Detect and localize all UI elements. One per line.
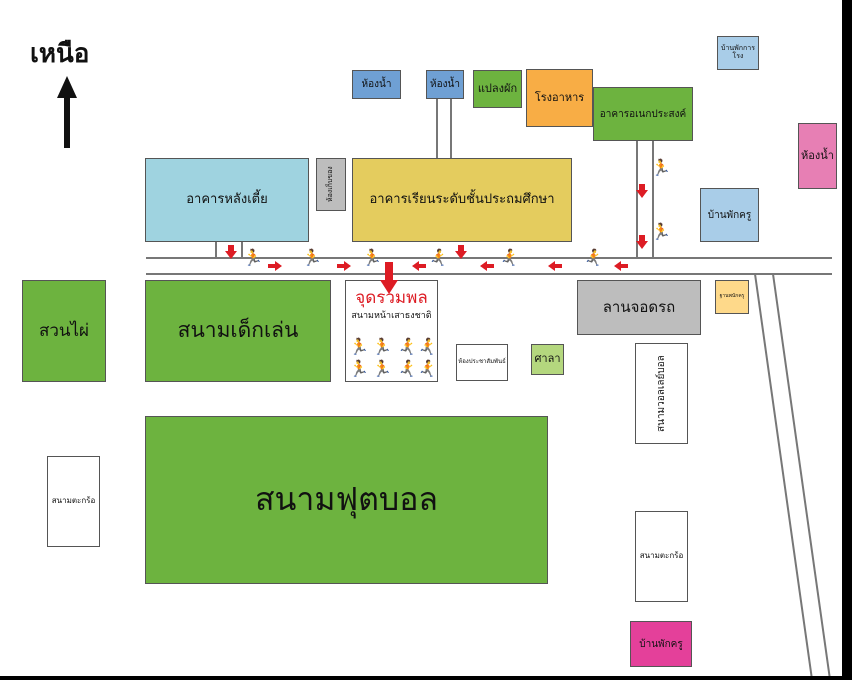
runner-icon: 🏃 bbox=[500, 248, 520, 267]
volleyball-court: สนามวอลเลย์บอล bbox=[635, 343, 688, 444]
toilet-right: ห้องน้ำ bbox=[798, 123, 837, 189]
red-arrow-down-icon bbox=[455, 245, 467, 259]
toilet-path-1 bbox=[436, 98, 438, 160]
main-road-top-edge bbox=[146, 257, 832, 259]
runner-icon: 🏃 bbox=[302, 248, 322, 267]
red-arrow-left-icon bbox=[614, 261, 628, 271]
runner-icon: 🏃 bbox=[372, 359, 392, 378]
toilet-top-left: ห้องน้ำ bbox=[352, 70, 401, 99]
runner-icon: 🏃 bbox=[362, 248, 382, 267]
teacher-house-bottom: บ้านพักครู bbox=[630, 621, 692, 667]
main-road-bottom-edge bbox=[146, 273, 832, 275]
bamboo-garden: สวนไผ่ bbox=[22, 280, 106, 382]
assembly-point: จุดรวมพล สนามหน้าเสาธงชาติ bbox=[345, 280, 438, 382]
canteen: โรงอาหาร bbox=[526, 69, 593, 127]
road-right-vertical-2 bbox=[652, 140, 654, 258]
assembly-title: จุดรวมพล bbox=[355, 288, 428, 308]
north-label: เหนือ bbox=[30, 39, 90, 69]
parking-lot: ลานจอดรถ bbox=[577, 280, 701, 335]
takraw-court-left: สนามตะกร้อ bbox=[47, 456, 100, 547]
runner-icon: 🏃 bbox=[418, 337, 438, 356]
primary-school-building: อาคารเรียนระดับชั้นประถมศึกษา bbox=[352, 158, 572, 242]
red-arrow-left-icon bbox=[412, 261, 426, 271]
toilet-path-2 bbox=[450, 98, 452, 160]
multipurpose-building: อาคารอเนกประสงค์ bbox=[593, 87, 693, 141]
red-arrow-down-icon bbox=[636, 235, 648, 249]
storage-room: ห้องเก็บของ bbox=[316, 158, 346, 211]
teacher-small: ฐานพนักครู bbox=[715, 280, 749, 314]
runner-icon: 🏃 bbox=[243, 248, 263, 267]
old-building: อาคารหลังเตี้ย bbox=[145, 158, 309, 242]
assembly-subtitle: สนามหน้าเสาธงชาติ bbox=[351, 310, 432, 321]
janitor-house: บ้านพักการโรง bbox=[717, 36, 759, 70]
road-left-vertical-2 bbox=[241, 241, 243, 258]
runner-icon: 🏃 bbox=[429, 248, 449, 267]
red-arrow-left-icon bbox=[480, 261, 494, 271]
runner-icon: 🏃 bbox=[398, 359, 418, 378]
playground: สนามเด็กเล่น bbox=[145, 280, 331, 382]
red-arrow-down-icon bbox=[636, 184, 648, 198]
teacher-house-right: บ้านพักครู bbox=[700, 188, 759, 242]
runner-icon: 🏃 bbox=[349, 337, 369, 356]
road-right-diagonal-1 bbox=[754, 273, 814, 676]
red-arrow-right-icon bbox=[268, 261, 282, 271]
runner-icon: 🏃 bbox=[651, 158, 671, 177]
runner-icon: 🏃 bbox=[584, 248, 604, 267]
pr-room: ห้องประชาสัมพันธ์ bbox=[456, 344, 508, 381]
takraw-court-right: สนามตะกร้อ bbox=[635, 511, 688, 602]
football-field: สนามฟุตบอล bbox=[145, 416, 548, 584]
toilet-top-middle: ห้องน้ำ bbox=[426, 70, 464, 99]
road-left-vertical-1 bbox=[215, 241, 217, 258]
red-arrow-left-icon bbox=[548, 261, 562, 271]
red-arrow-right-icon bbox=[337, 261, 351, 271]
red-arrow-down-icon bbox=[225, 245, 237, 259]
assembly-big-arrow-icon bbox=[380, 262, 398, 294]
runner-icon: 🏃 bbox=[372, 337, 392, 356]
road-right-vertical-1 bbox=[636, 140, 638, 258]
pavilion: ศาลา bbox=[531, 344, 564, 375]
vegetable-plot: แปลงผัก bbox=[473, 70, 522, 108]
runner-icon: 🏃 bbox=[349, 359, 369, 378]
runner-icon: 🏃 bbox=[651, 222, 671, 241]
north-arrow-icon bbox=[57, 76, 77, 148]
runner-icon: 🏃 bbox=[418, 359, 438, 378]
runner-icon: 🏃 bbox=[398, 337, 418, 356]
